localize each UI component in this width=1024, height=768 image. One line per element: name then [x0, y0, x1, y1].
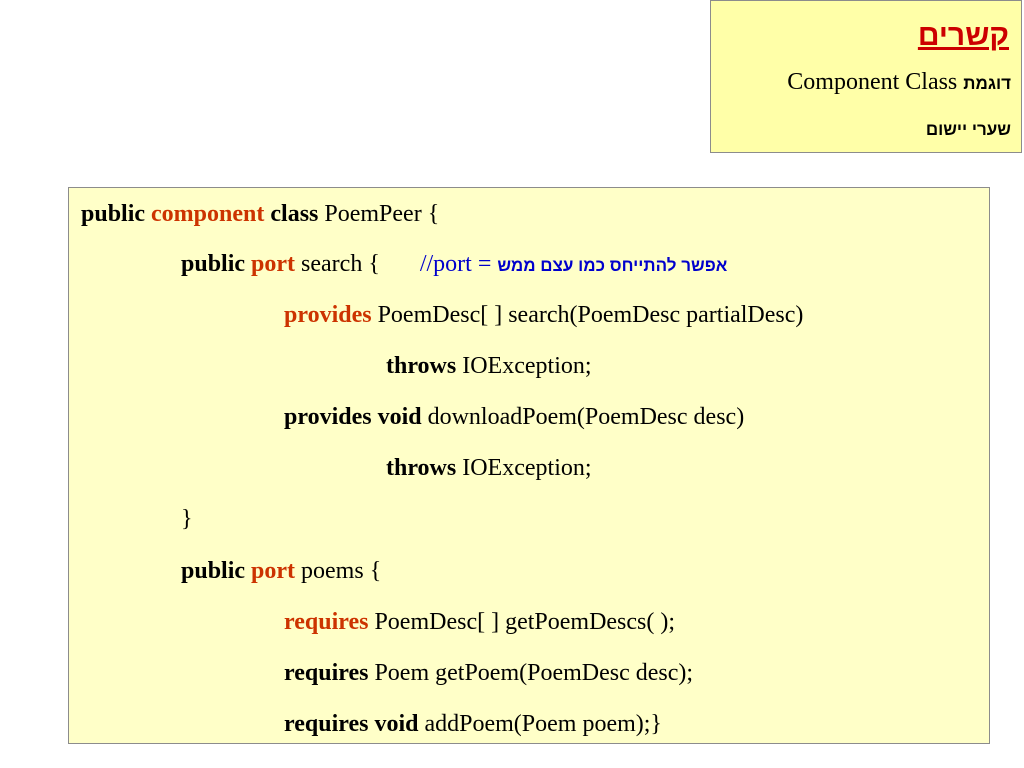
keyword: class [270, 201, 319, 227]
comment-hebrew: אפשר להתייחס כמו עצם ממש [497, 256, 728, 275]
keyword: requires void [284, 711, 419, 737]
code-text: Poem getPoem(PoemDesc desc); [368, 660, 694, 686]
code-text: poems { [295, 558, 382, 584]
code-text: PoemDesc[ ] getPoemDescs( ); [368, 609, 676, 635]
keyword: throws [386, 455, 457, 481]
slide-note: שערי יישום [925, 120, 1011, 139]
slide-subtitle: דוגמת Component Class [787, 69, 1011, 96]
keyword: public [81, 201, 146, 227]
keyword: public [181, 558, 246, 584]
keyword: provides void [284, 404, 422, 430]
code-text: search { [295, 251, 380, 277]
code-line-6: throws IOException; [386, 452, 592, 484]
code-text: PoemPeer { [318, 201, 440, 227]
code-line-8: public port poems { [181, 555, 381, 587]
keyword: port [251, 251, 296, 277]
keyword: throws [386, 353, 457, 379]
keyword: public [181, 251, 246, 277]
slide-title: קשרים [917, 19, 1009, 52]
subtitle-hebrew: דוגמת [963, 74, 1011, 93]
keyword: component [151, 201, 265, 227]
code-line-4: throws IOException; [386, 350, 592, 382]
code-listing-box: public component class PoemPeer { public… [68, 187, 990, 744]
code-text: PoemDesc[ ] search(PoemDesc partialDesc) [371, 302, 804, 328]
code-line-10: requires Poem getPoem(PoemDesc desc); [284, 657, 693, 689]
keyword: requires [284, 660, 369, 686]
code-line-1: public component class PoemPeer { [81, 198, 439, 230]
code-text: downloadPoem(PoemDesc desc) [421, 404, 745, 430]
keyword: port [251, 558, 296, 584]
code-text: IOException; [456, 353, 592, 379]
code-text: } [181, 506, 193, 532]
keyword: requires [284, 609, 369, 635]
code-text: addPoem(Poem poem);} [418, 711, 662, 737]
code-line-5: provides void downloadPoem(PoemDesc desc… [284, 401, 744, 433]
code-line-7: } [181, 503, 193, 535]
code-line-9: requires PoemDesc[ ] getPoemDescs( ); [284, 606, 675, 638]
code-comment: //port = אפשר להתייחס כמו עצם ממש [420, 251, 728, 277]
code-line-2: public port search { //port = אפשר להתייח… [181, 248, 727, 280]
keyword: provides [284, 302, 372, 328]
comment-prefix: //port = [419, 251, 498, 277]
slide-header-box: קשרים דוגמת Component Class שערי יישום [710, 0, 1022, 153]
subtitle-latin: Component Class [787, 69, 958, 95]
code-line-3: provides PoemDesc[ ] search(PoemDesc par… [284, 299, 803, 331]
code-text: IOException; [456, 455, 592, 481]
code-line-11: requires void addPoem(Poem poem);} [284, 708, 662, 740]
